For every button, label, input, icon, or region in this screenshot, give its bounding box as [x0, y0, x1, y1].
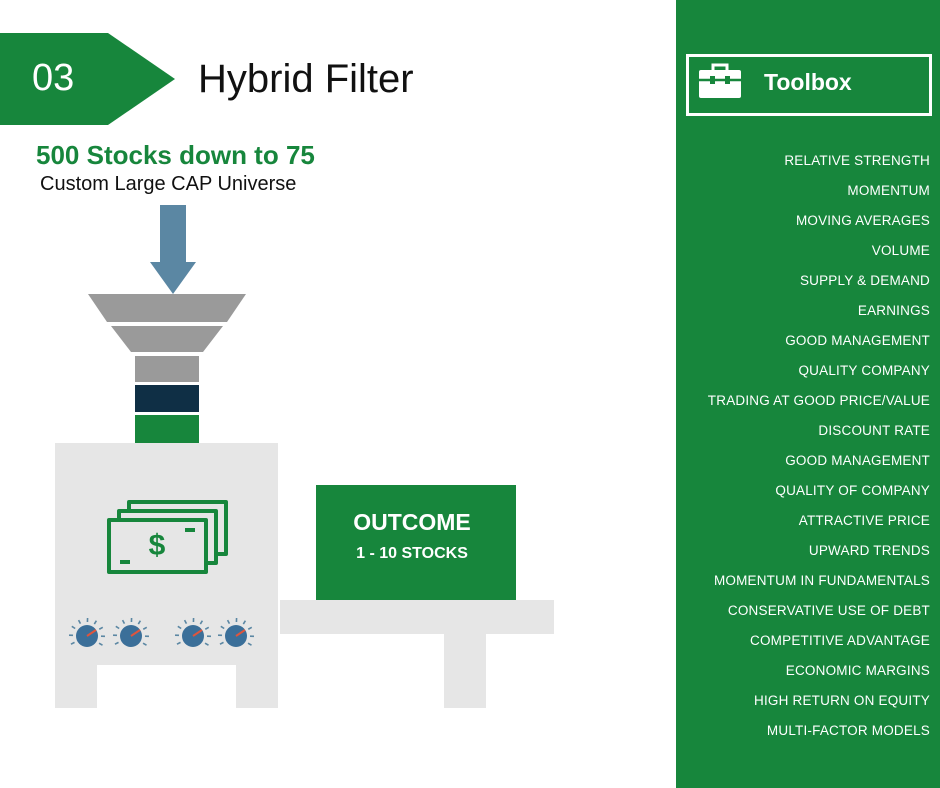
- dial-icon: [174, 617, 212, 647]
- toolbox-icon: [699, 63, 741, 98]
- outcome-title: OUTCOME: [353, 509, 471, 535]
- toolbox-item: ATTRACTIVE PRICE: [798, 513, 930, 528]
- toolbox-item: COMPETITIVE ADVANTAGE: [750, 633, 930, 648]
- svg-text:$: $: [149, 529, 166, 562]
- toolbox-header: [686, 54, 932, 116]
- money-bills-icon: $: [107, 500, 228, 574]
- toolbox-item: ECONOMIC MARGINS: [785, 663, 930, 678]
- outcome-box: [316, 485, 516, 600]
- toolbox-item: MOMENTUM IN FUNDAMENTALS: [713, 573, 930, 588]
- outcome-subtitle: 1 - 10 STOCKS: [356, 545, 468, 562]
- dial-icon: [68, 617, 106, 647]
- toolbox-item: MULTI-FACTOR MODELS: [766, 723, 930, 738]
- toolbox-item: DISCOUNT RATE: [818, 423, 930, 438]
- toolbox-item: SUPPLY & DEMAND: [799, 273, 930, 288]
- toolbox-title: Toolbox: [764, 69, 852, 95]
- toolbox-item: HIGH RETURN ON EQUITY: [754, 693, 930, 708]
- toolbox-item: MOMENTUM: [847, 183, 930, 198]
- control-dials: [68, 617, 255, 647]
- toolbox-item: TRADING AT GOOD PRICE/VALUE: [707, 393, 930, 408]
- toolbox-item: MOVING AVERAGES: [795, 213, 930, 228]
- dial-icon: [217, 617, 255, 647]
- toolbox-item: EARNINGS: [857, 303, 930, 318]
- toolbox-item: CONSERVATIVE USE OF DEBT: [727, 603, 930, 618]
- step-number: 03: [32, 57, 75, 99]
- page-title: Hybrid Filter: [198, 57, 414, 101]
- dial-icon: [112, 617, 150, 647]
- conveyor-table: [280, 600, 554, 708]
- filter-machine-illustration: $: [55, 205, 554, 708]
- step-badge: [0, 33, 175, 125]
- funnel: [88, 294, 246, 443]
- toolbox-panel: [676, 0, 940, 788]
- toolbox-item: UPWARD TRENDS: [808, 543, 930, 558]
- toolbox-item: QUALITY COMPANY: [798, 363, 930, 378]
- toolbox-item: GOOD MANAGEMENT: [785, 333, 930, 348]
- down-arrow-icon: [150, 205, 196, 294]
- toolbox-item: GOOD MANAGEMENT: [785, 453, 930, 468]
- toolbox-item: QUALITY OF COMPANY: [775, 483, 930, 498]
- toolbox-item: VOLUME: [871, 243, 930, 258]
- universe-subtitle: Custom Large CAP Universe: [40, 173, 297, 195]
- toolbox-item: RELATIVE STRENGTH: [784, 153, 930, 168]
- stocks-headline: 500 Stocks down to 75: [36, 140, 315, 170]
- machine-body: [55, 443, 278, 708]
